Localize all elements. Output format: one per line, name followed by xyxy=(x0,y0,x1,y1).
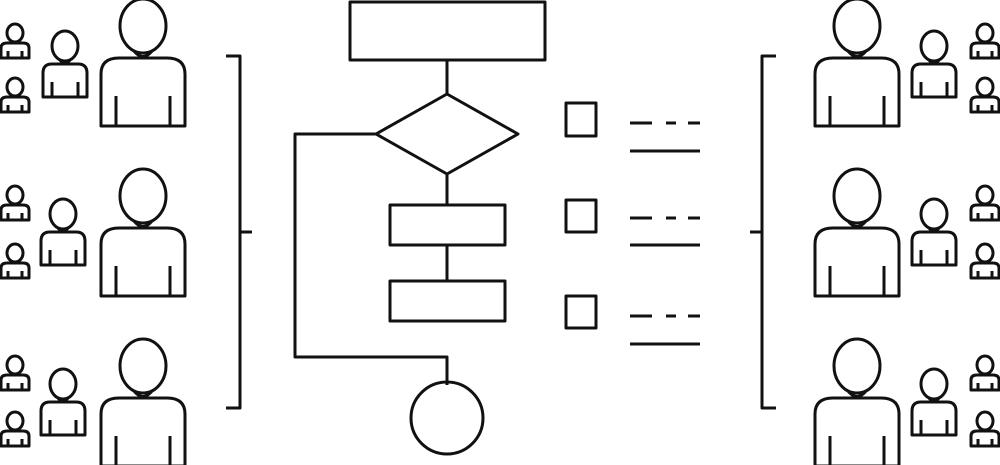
person-icon xyxy=(910,367,958,437)
people-group-left-3 xyxy=(0,337,187,465)
person-icon xyxy=(813,167,901,298)
person-icon xyxy=(0,76,31,114)
flowchart-process-box-2 xyxy=(388,279,507,323)
people-group-right-1 xyxy=(813,0,1000,128)
checkbox-icon xyxy=(564,198,598,234)
flowchart-loop-connector xyxy=(293,132,449,385)
person-icon xyxy=(969,410,1000,448)
checklist-item xyxy=(564,101,700,153)
person-icon xyxy=(0,410,31,448)
person-icon xyxy=(813,337,901,465)
person-icon xyxy=(910,29,958,99)
person-icon xyxy=(0,354,31,392)
people-group-right-2 xyxy=(813,167,1000,298)
person-icon xyxy=(813,0,901,128)
person-icon xyxy=(910,197,958,267)
person-icon xyxy=(969,22,1000,60)
person-icon xyxy=(99,167,187,298)
people-group-left-2 xyxy=(0,167,187,298)
person-icon xyxy=(39,197,87,267)
person-icon xyxy=(41,29,89,99)
checklist-item xyxy=(564,198,700,247)
people-group-right-3 xyxy=(813,337,1000,465)
checkbox-icon xyxy=(564,294,598,330)
person-icon xyxy=(969,354,1000,392)
person-icon xyxy=(0,184,31,222)
flowchart-process-box-1 xyxy=(388,203,507,247)
flowchart-end-circle xyxy=(409,380,485,456)
people-group-left-1 xyxy=(0,0,187,128)
person-icon xyxy=(99,337,187,465)
person-icon xyxy=(969,184,1000,222)
person-icon xyxy=(969,76,1000,114)
bracket-right xyxy=(750,54,776,410)
checklist xyxy=(564,101,700,346)
flowchart xyxy=(293,0,547,456)
person-icon xyxy=(99,0,187,128)
person-icon xyxy=(969,242,1000,280)
bracket-left xyxy=(226,54,252,410)
flowchart-decision-diamond xyxy=(374,92,520,176)
checkbox-icon xyxy=(564,101,598,138)
checklist-item xyxy=(564,294,700,346)
person-icon xyxy=(39,367,87,437)
person-icon xyxy=(0,242,31,280)
flowchart-start-box xyxy=(348,0,547,62)
person-icon xyxy=(0,22,31,60)
